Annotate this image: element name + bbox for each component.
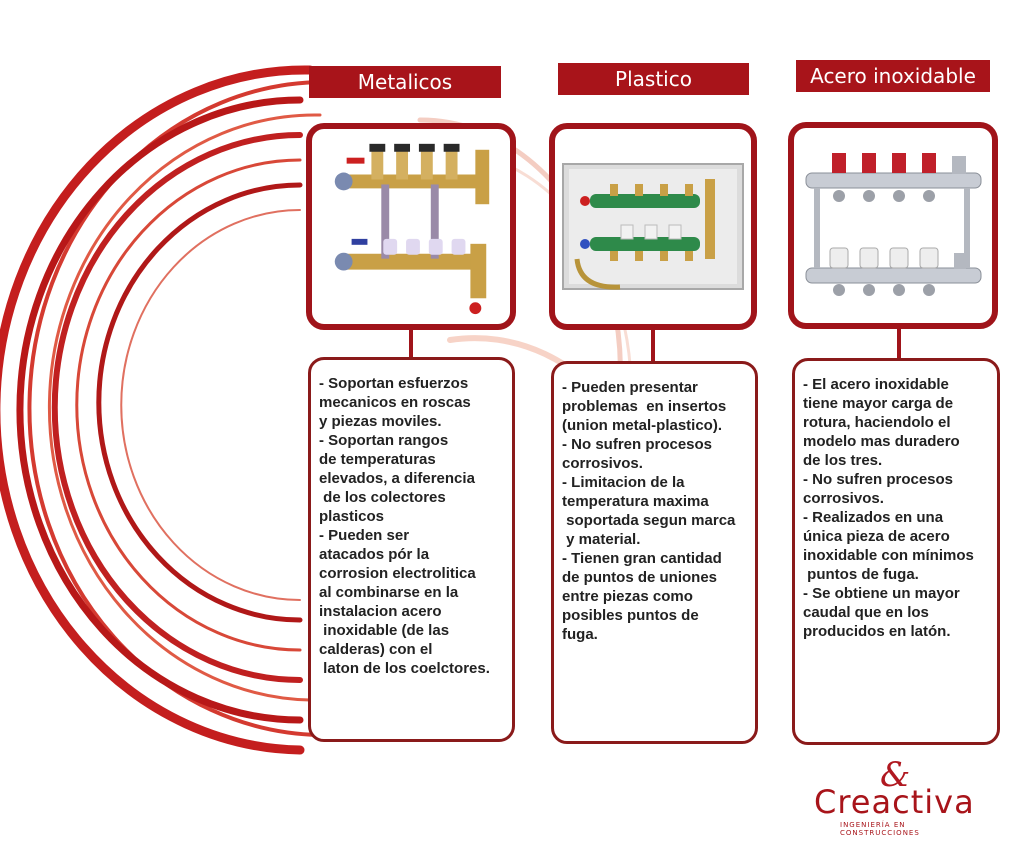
plastic-manifold-image	[549, 123, 757, 330]
connector-line	[897, 329, 901, 359]
text-line: de los colectores	[319, 489, 446, 506]
text-line: puntos de fuga.	[803, 566, 919, 583]
text-line: única pieza de acero	[803, 528, 950, 545]
column-header-acero-inoxidable: Acero inoxidable	[796, 60, 990, 92]
text-line: inoxidable (de las	[319, 622, 450, 639]
text-line: rotura, haciendolo el	[803, 414, 951, 431]
metal-manifold-image	[306, 123, 516, 330]
text-line: - No sufren procesos	[562, 436, 713, 453]
text-line: de los tres.	[803, 452, 883, 469]
text-line: (union metal-plastico).	[562, 417, 723, 434]
column-header-metalicos: Metalicos	[309, 66, 501, 98]
steel-manifold-image	[788, 122, 998, 329]
text-line: al combinarse en la	[319, 584, 459, 601]
text-line: soportada segun marca	[562, 512, 736, 529]
text-line: y piezas moviles.	[319, 413, 442, 430]
text-line: y material.	[562, 531, 641, 548]
text-line: modelo mas duradero	[803, 433, 960, 450]
text-line: entre piezas como	[562, 588, 693, 605]
text-line: corrosion electrolitica	[319, 565, 476, 582]
text-line: - Soportan rangos	[319, 432, 449, 449]
logo-brand-name: Creactiva	[814, 783, 975, 821]
logo-symbol: &	[880, 755, 911, 795]
text-line: - Pueden presentar	[562, 379, 698, 396]
text-line: - El acero inoxidable	[803, 376, 949, 393]
text-line: calderas) con el	[319, 641, 433, 658]
connector-line	[651, 330, 655, 362]
connector-line	[409, 330, 413, 358]
text-line: - No sufren procesos	[803, 471, 954, 488]
text-line: fuga.	[562, 626, 598, 643]
text-line: posibles puntos de	[562, 607, 699, 624]
text-line: - Se obtiene un mayor	[803, 585, 960, 602]
text-line: corrosivos.	[803, 490, 884, 507]
text-line: plasticos	[319, 508, 385, 525]
column-title: Acero inoxidable	[810, 64, 976, 88]
logo-tagline: INGENIERÍA EN CONSTRUCCIONES	[840, 821, 920, 837]
text-line: temperatura maxima	[562, 493, 709, 510]
text-line: - Limitacion de la	[562, 474, 685, 491]
description-box-acero-inoxidable: - El acero inoxidable tiene mayor carga …	[792, 358, 1000, 745]
text-line: corrosivos.	[562, 455, 643, 472]
text-line: tiene mayor carga de	[803, 395, 954, 412]
text-line: laton de los coelctores.	[319, 660, 490, 677]
text-line: caudal que en los	[803, 604, 929, 621]
column-title: Plastico	[615, 67, 692, 91]
text-line: atacados pór la	[319, 546, 430, 563]
text-line: mecanicos en roscas	[319, 394, 471, 411]
creactiva-logo: & Creactiva INGENIERÍA EN CONSTRUCCIONES	[812, 755, 987, 837]
text-line: de temperaturas	[319, 451, 436, 468]
text-line: problemas en insertos	[562, 398, 727, 415]
column-header-plastico: Plastico	[558, 63, 749, 95]
text-line: elevados, a diferencia	[319, 470, 475, 487]
description-box-metalicos: - Soportan esfuerzos mecanicos en roscas…	[308, 357, 515, 742]
text-line: producidos en latón.	[803, 623, 951, 640]
text-line: - Realizados en una	[803, 509, 944, 526]
column-title: Metalicos	[357, 70, 453, 94]
text-line: - Tienen gran cantidad	[562, 550, 722, 567]
text-line: - Soportan esfuerzos	[319, 375, 469, 392]
description-box-plastico: - Pueden presentar problemas en insertos…	[551, 361, 758, 744]
text-line: instalacion acero	[319, 603, 442, 620]
text-line: inoxidable con mínimos	[803, 547, 974, 564]
text-line: de puntos de uniones	[562, 569, 718, 586]
text-line: - Pueden ser	[319, 527, 410, 544]
